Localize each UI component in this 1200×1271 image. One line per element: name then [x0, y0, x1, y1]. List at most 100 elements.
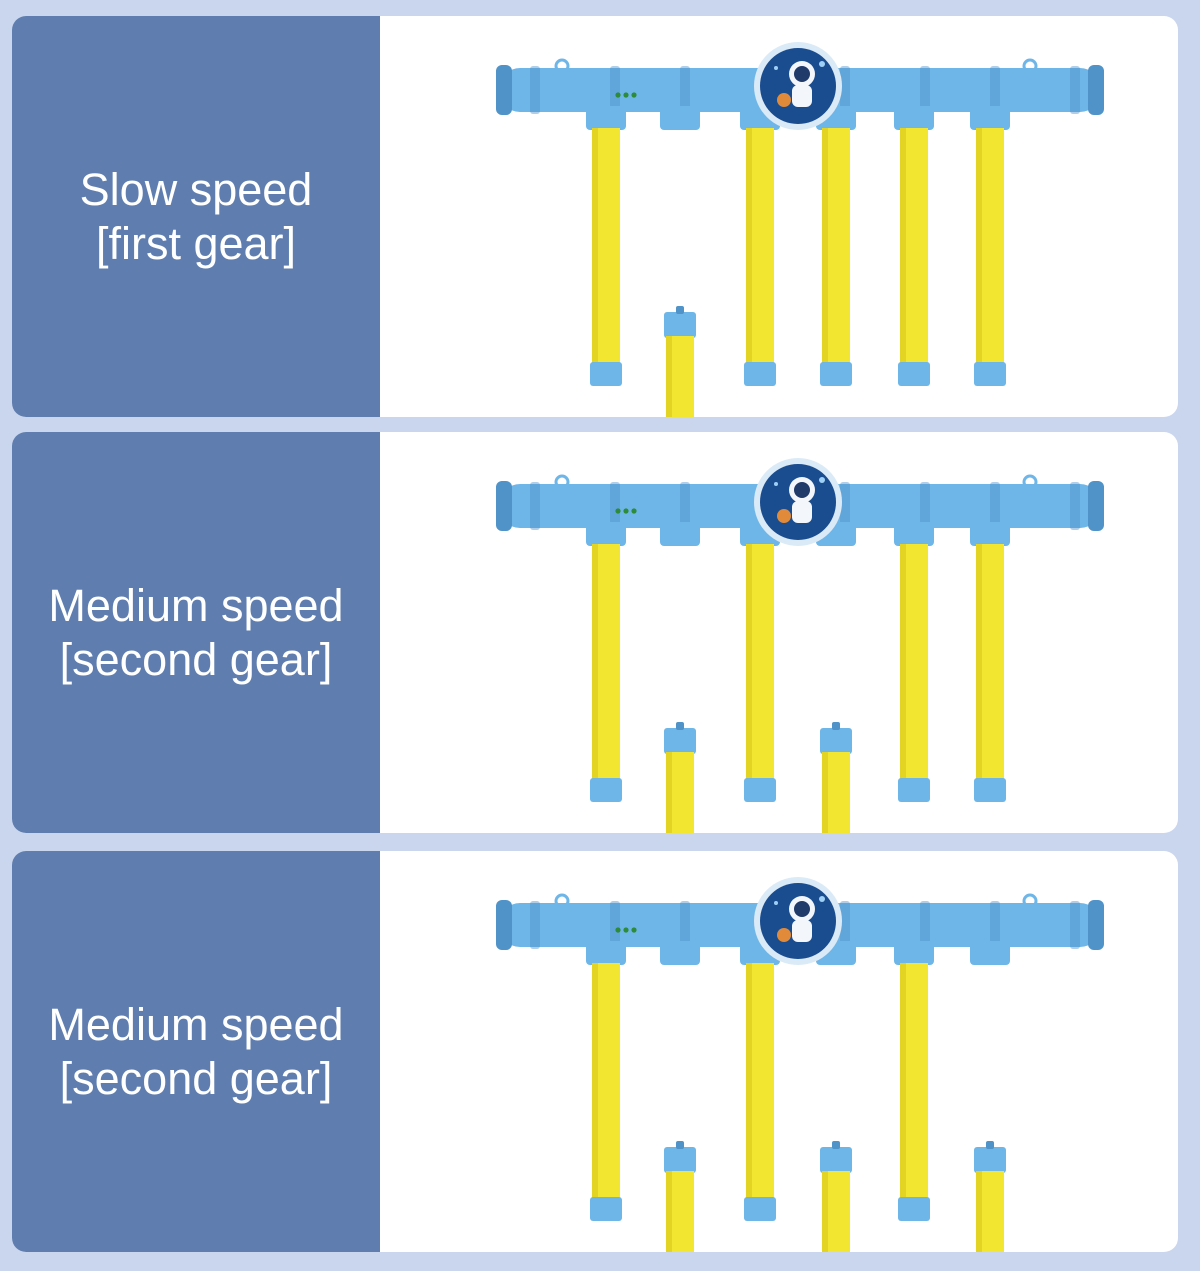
pipe-end-cap: [1088, 65, 1104, 115]
water-tube: [744, 963, 776, 1221]
astronaut-body: [792, 501, 812, 523]
tube-shade: [666, 1171, 672, 1252]
water-launcher-illustration: [380, 16, 1178, 417]
tube-cap: [664, 728, 696, 754]
star-icon: [774, 482, 778, 486]
tube-connector: [894, 522, 934, 546]
pipe-joint: [990, 901, 1000, 949]
indicator-light-icon: [615, 508, 621, 514]
tube-cap: [974, 1147, 1006, 1173]
astronaut-badge-icon: [754, 877, 842, 965]
pipe-joint: [610, 482, 620, 530]
tube-connector: [660, 106, 700, 130]
indicator-light-icon: [615, 92, 621, 98]
tube-shade: [900, 963, 906, 1203]
tube-cap: [898, 362, 930, 386]
tube-nozzle: [832, 1141, 840, 1149]
astronaut-visor: [794, 482, 810, 498]
tube-shade: [976, 1171, 982, 1252]
pipe-end-cap: [1088, 900, 1104, 950]
tube-cap: [590, 362, 622, 386]
tube-shade: [746, 963, 752, 1203]
pipe-joint: [1070, 482, 1080, 530]
astronaut-visor: [794, 901, 810, 917]
tube-connector: [586, 106, 626, 130]
tube-cap: [974, 778, 1006, 802]
water-tube: [898, 128, 930, 386]
pipe-joint: [530, 901, 540, 949]
water-tube: [664, 1141, 696, 1252]
water-tube: [590, 128, 622, 386]
indicator-light-icon: [631, 927, 637, 933]
speed-panel-slow: Slow speed [first gear]: [12, 16, 1178, 417]
launcher: [496, 877, 1104, 1252]
indicator-light-icon: [631, 508, 637, 514]
tube-cap: [744, 1197, 776, 1221]
tube-connector: [894, 941, 934, 965]
water-tube: [664, 306, 696, 417]
water-tube: [974, 544, 1006, 802]
pipe-joint: [680, 66, 690, 114]
speed-label: Medium speed [second gear]: [48, 998, 344, 1104]
tube-connector: [970, 106, 1010, 130]
star-icon: [819, 61, 825, 67]
tube-shade: [822, 752, 828, 833]
water-tube: [820, 1141, 852, 1252]
tube-shade: [666, 752, 672, 833]
water-tube: [590, 544, 622, 802]
astronaut-badge-icon: [754, 458, 842, 546]
pipe-joint: [840, 901, 850, 949]
tube-cap: [898, 778, 930, 802]
indicator-light-icon: [631, 92, 637, 98]
water-tube: [590, 963, 622, 1221]
speed-label-box: Slow speed [first gear]: [12, 16, 380, 417]
tube-connector: [660, 941, 700, 965]
tube-nozzle: [676, 1141, 684, 1149]
water-tube: [898, 544, 930, 802]
tube-nozzle: [676, 306, 684, 314]
pipe-joint: [680, 482, 690, 530]
tube-shade: [822, 1171, 828, 1252]
pipe-joint: [920, 482, 930, 530]
indicator-light-icon: [623, 927, 629, 933]
pipe-joint: [530, 66, 540, 114]
speed-label: Medium speed [second gear]: [48, 579, 344, 685]
pipe-joint: [1070, 66, 1080, 114]
pipe-joint: [610, 66, 620, 114]
water-tube: [664, 722, 696, 833]
tube-shade: [666, 336, 672, 417]
tube-shade: [900, 128, 906, 368]
pipe-joint: [920, 901, 930, 949]
water-launcher-illustration: [380, 432, 1178, 833]
tube-cap: [590, 1197, 622, 1221]
water-launcher-illustration: [380, 851, 1178, 1252]
indicator-light-icon: [615, 927, 621, 933]
launcher-diagram: [496, 877, 1104, 1252]
pipe-end-cap: [1088, 481, 1104, 531]
astronaut-body: [792, 920, 812, 942]
tube-cap: [664, 312, 696, 338]
pipe-end-cap: [496, 65, 512, 115]
tube-cap: [590, 778, 622, 802]
tube-cap: [898, 1197, 930, 1221]
launcher: [496, 42, 1104, 417]
star-icon: [774, 66, 778, 70]
tube-cap: [744, 362, 776, 386]
tube-connector: [586, 941, 626, 965]
launcher-diagram: [496, 42, 1104, 417]
pipe-joint: [1070, 901, 1080, 949]
pipe-end-cap: [496, 481, 512, 531]
water-tube: [820, 722, 852, 833]
speed-panel-medium: Medium speed [second gear]: [12, 432, 1178, 833]
tube-nozzle: [676, 722, 684, 730]
tube-connector: [970, 522, 1010, 546]
tube-nozzle: [986, 1141, 994, 1149]
pipe-joint: [840, 66, 850, 114]
tube-shade: [592, 544, 598, 784]
tube-connector: [586, 522, 626, 546]
indicator-light-icon: [623, 508, 629, 514]
tube-cap: [820, 728, 852, 754]
star-icon: [819, 477, 825, 483]
water-tube: [744, 544, 776, 802]
tube-cap: [664, 1147, 696, 1173]
